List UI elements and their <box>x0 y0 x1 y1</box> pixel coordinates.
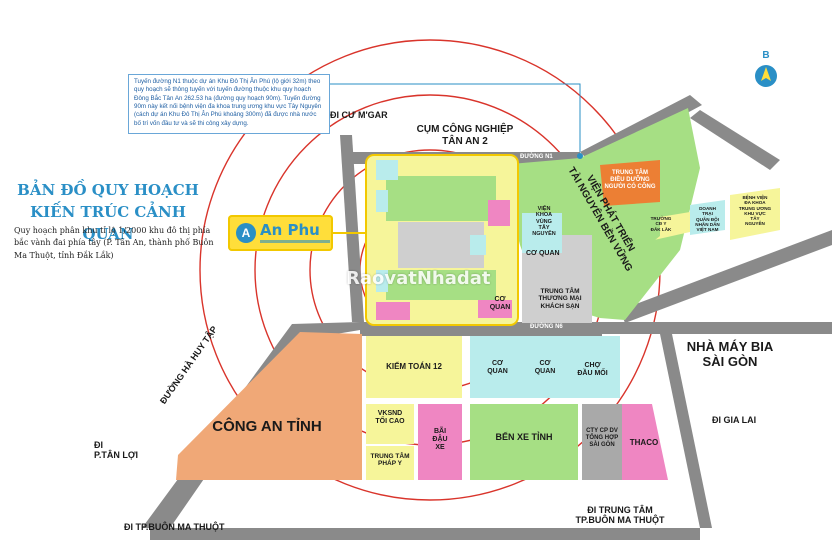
label-kiem-toan: KIỂM TOÁN 12 <box>386 362 442 371</box>
label-dieu-duong: TRUNG TÂM ĐIỀU DƯỠNG NGƯỜI CÓ CÔNG <box>604 170 656 190</box>
label-co-quan-2: CƠ QUAN <box>489 296 511 312</box>
zone-dieu-duong <box>600 160 660 206</box>
label-phap-y: TRUNG TÂM PHÁP Y <box>370 453 410 468</box>
zone-doanh-trai <box>690 200 725 235</box>
label-cho-dau-moi: CHỢ ĐẦU MỐI <box>577 362 608 378</box>
label-benh-vien: BỆNH VIỆN ĐA KHOA TRUNG ƯƠNG KHU VỰC TÂY… <box>738 195 772 227</box>
compass-letter: B <box>762 50 769 61</box>
label-nha-may-bia: NHÀ MÁY BIA SÀI GÒN <box>686 339 774 369</box>
label-co-quan-3: CƠ QUAN <box>487 360 508 376</box>
zone-thaco <box>622 404 668 480</box>
logo-text: An Phu <box>260 221 320 239</box>
logo-underline <box>260 240 330 243</box>
zone-truong-cd <box>654 212 690 240</box>
road-duong-n6: ĐƯỜNG N6 <box>530 324 563 330</box>
label-vien-khoa-vung: VIỆN KHOA VÙNG TÂY NGUYÊN <box>532 206 556 238</box>
callout-box: Tuyến đường N1 thuộc dự án Khu Đô Thị Ân… <box>128 74 330 134</box>
map-description: Quy hoạch phân khu tỉ lệ 1/2000 khu đô t… <box>14 226 214 260</box>
zone-truong-green <box>645 215 660 248</box>
label-co-quan-4: CƠ QUAN <box>534 360 556 376</box>
label-thuong-mai: TRUNG TÂM THƯƠNG MẠI KHÁCH SẠN <box>538 288 582 310</box>
label-doanh-trai: DOANH TRẠI QUÂN ĐỘI NHÂN DÂN VIỆT NAM <box>695 206 720 233</box>
label-cum-cong-nghiep: CỤM CÔNG NGHIỆP TÂN AN 2 <box>416 124 514 147</box>
label-vksnd: VKSND TỐI CAO <box>375 410 405 426</box>
park-south <box>386 270 496 300</box>
zone-ben-xe <box>470 404 578 480</box>
callout-leader <box>330 83 581 152</box>
label-bai-dau-xe: BÃI ĐẬU XE <box>432 428 448 452</box>
zone-cho-dau-moi <box>565 336 620 398</box>
label-cong-an-tinh: CÔNG AN TỈNH <box>212 418 322 435</box>
zone-benh-vien <box>730 188 780 240</box>
label-ben-xe-tinh: BẾN XE TỈNH <box>495 432 553 442</box>
zone-bai-dau-xe <box>418 404 462 480</box>
zone-cong-an-tinh <box>176 332 362 480</box>
compass-icon: B <box>755 50 777 87</box>
watermark: RaovatNhadat <box>346 268 491 289</box>
zone-co-quan-4 <box>525 336 565 398</box>
logo-badge-icon: A <box>236 223 256 243</box>
road-di-tan-loi: ĐI P.TÂN LỢI <box>94 440 139 461</box>
label-truong-cd: TRƯỜNG CĐ Y ĐẮK LẮK <box>650 216 672 232</box>
label-thaco: THACO <box>629 438 659 447</box>
zone-vksnd <box>366 404 414 444</box>
road-di-gia-lai: ĐI GIA LAI <box>712 415 757 425</box>
zone-cty-cp <box>582 404 622 480</box>
label-cty-cp: CTY CP DV TỔNG HỢP SÀI GÒN <box>585 428 619 448</box>
zone-kiem-toan <box>366 336 462 398</box>
road-duong-n1: ĐƯỜNG N1 <box>520 154 553 160</box>
road-di-bmt: ĐI TP.BUÔN MA THUỘT <box>124 522 225 532</box>
road-di-cu-mgar: ĐI CƯ M'GAR <box>330 110 388 120</box>
an-phu-logo: A An Phu <box>228 215 333 251</box>
label-co-quan-1: CƠ QUAN <box>526 250 560 257</box>
park-north <box>386 176 496 221</box>
central-plaza <box>398 222 484 268</box>
zone-co-quan-3 <box>470 336 525 398</box>
road-di-trung-tam: ĐI TRUNG TÂM TP.BUÔN MA THUỘT <box>575 505 665 526</box>
map-title: BẢN ĐỒ QUY HOẠCH KIẾN TRÚC CẢNH QUAN <box>17 181 199 243</box>
zone-phap-y <box>366 446 414 480</box>
